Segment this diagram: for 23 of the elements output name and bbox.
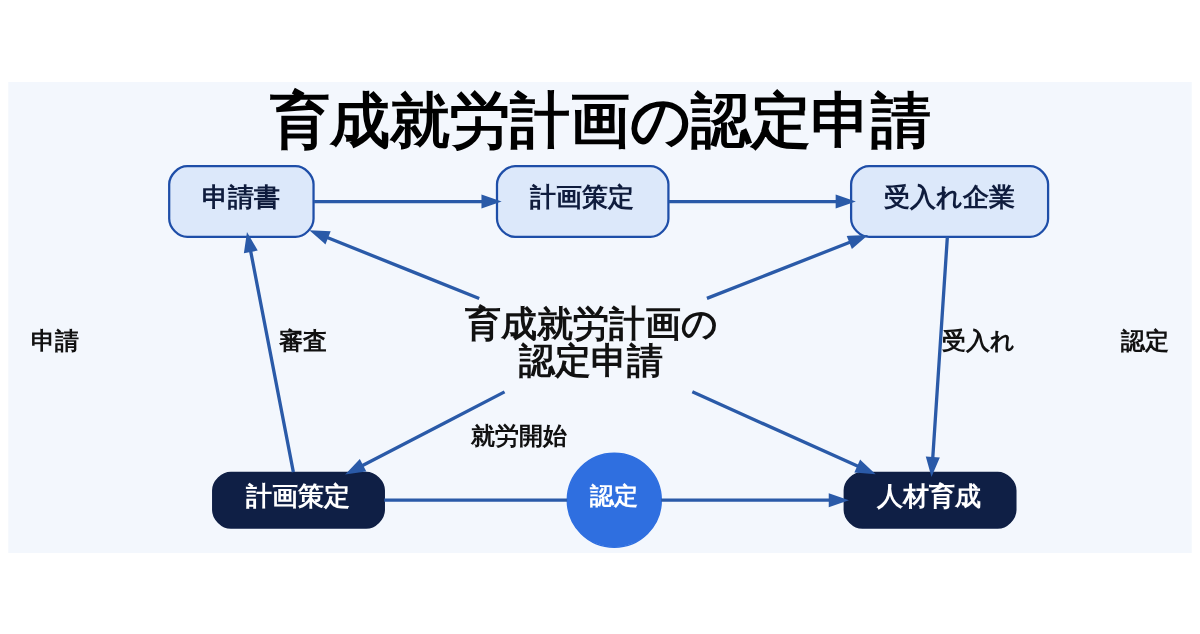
node-label: 就労開始: [471, 421, 568, 450]
diagram-title: 育成就労計画の認定申請: [269, 84, 931, 155]
arrow: [314, 193, 502, 209]
edge-label: 審査: [278, 326, 327, 355]
arrow: [661, 492, 849, 507]
arrow: [243, 231, 295, 472]
arrow: [691, 389, 876, 474]
label: 認定: [1121, 326, 1170, 355]
arrow: [706, 234, 869, 300]
connector: [384, 498, 568, 502]
arrow: [668, 193, 856, 209]
label: 申請: [30, 326, 79, 355]
node-box: 人材育成: [843, 471, 1017, 529]
arrow: [345, 389, 506, 474]
node-box: 計画策定: [212, 471, 385, 529]
node-box: 受入れ企業: [850, 164, 1050, 238]
node-text: 育成就労計画の認定申請: [464, 302, 718, 382]
node-box: 計画策定: [495, 164, 670, 238]
node-circle: 認定: [566, 452, 662, 548]
arrow: [309, 229, 480, 300]
edge-label: 受入れ: [942, 326, 1016, 355]
node-box: 申請書: [168, 164, 315, 238]
arrow: [925, 236, 950, 477]
